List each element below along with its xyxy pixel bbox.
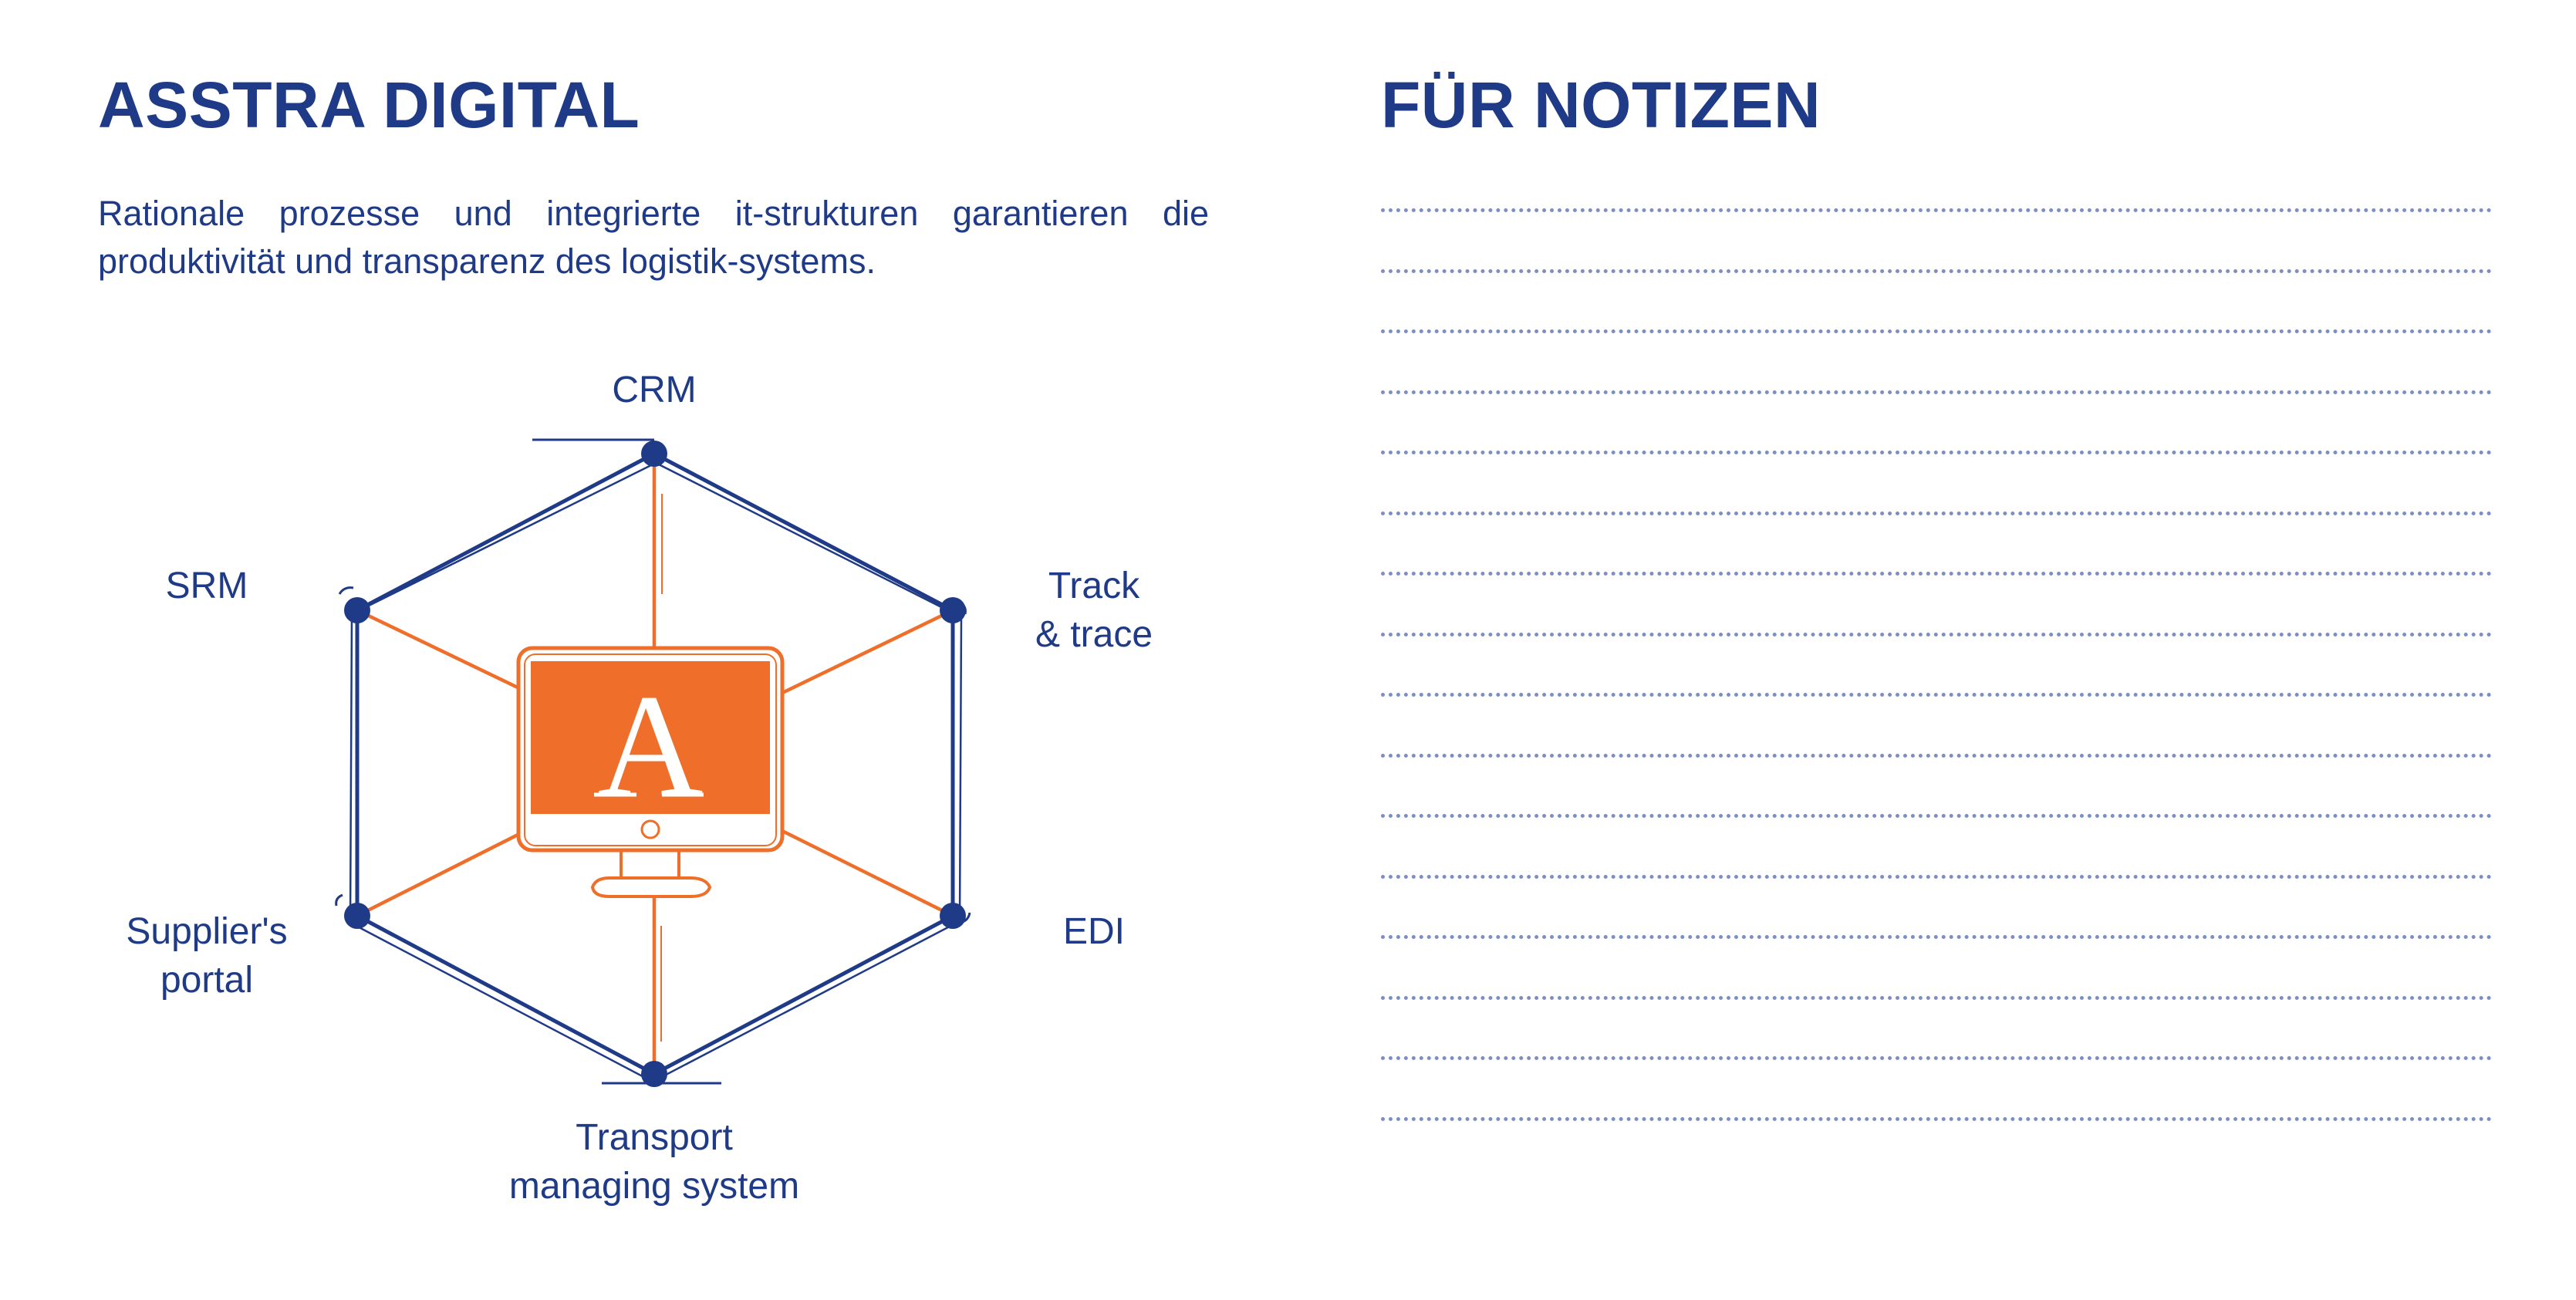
page-title-left: ASSTRA DIGITAL (98, 69, 640, 141)
notes-area[interactable] (1381, 208, 2492, 1177)
label-suppliers-line1: Supplier's (126, 911, 287, 952)
note-line[interactable] (1381, 451, 2492, 454)
monitor-letter: A (597, 665, 703, 827)
note-line[interactable] (1381, 390, 2492, 394)
note-line[interactable] (1381, 268, 2492, 273)
note-line[interactable] (1381, 208, 2492, 212)
page-title-right: FÜR NOTIZEN (1381, 69, 1821, 141)
node-suppliers-portal (344, 903, 370, 929)
label-tms-line1: Transport (576, 1117, 733, 1158)
note-line[interactable] (1381, 632, 2492, 636)
label-track-line2: & trace (1035, 614, 1153, 655)
note-line[interactable] (1381, 753, 2492, 758)
label-edi: EDI (1063, 911, 1125, 952)
monitor-icon: A (516, 646, 785, 898)
label-crm: CRM (612, 370, 696, 410)
spoke-suppliers-portal (356, 831, 522, 918)
node-track-trace (940, 597, 966, 623)
note-line[interactable] (1381, 1056, 2492, 1060)
spokes (356, 454, 954, 1074)
label-tms-line2: managing system (509, 1166, 799, 1207)
label-track-line1: Track (1048, 566, 1140, 606)
node-edi (940, 903, 966, 929)
note-line[interactable] (1381, 1116, 2492, 1121)
note-line[interactable] (1381, 995, 2492, 1000)
label-suppliers-line2: portal (160, 960, 253, 1001)
note-line[interactable] (1381, 693, 2492, 697)
spoke-edi (778, 827, 954, 918)
node-srm (344, 597, 370, 623)
note-line[interactable] (1381, 572, 2492, 576)
node-tms (641, 1061, 667, 1087)
note-line[interactable] (1381, 511, 2492, 515)
note-line[interactable] (1381, 874, 2492, 879)
label-srm: SRM (166, 566, 248, 606)
note-line[interactable] (1381, 814, 2492, 818)
note-line[interactable] (1381, 935, 2492, 939)
intro-paragraph: Rationale prozesse und integrierte it-st… (98, 194, 1209, 281)
spoke-track-trace (778, 608, 954, 697)
spoke-srm (356, 608, 522, 691)
note-line[interactable] (1381, 329, 2492, 333)
node-dots (344, 441, 966, 1087)
node-crm (641, 441, 667, 467)
